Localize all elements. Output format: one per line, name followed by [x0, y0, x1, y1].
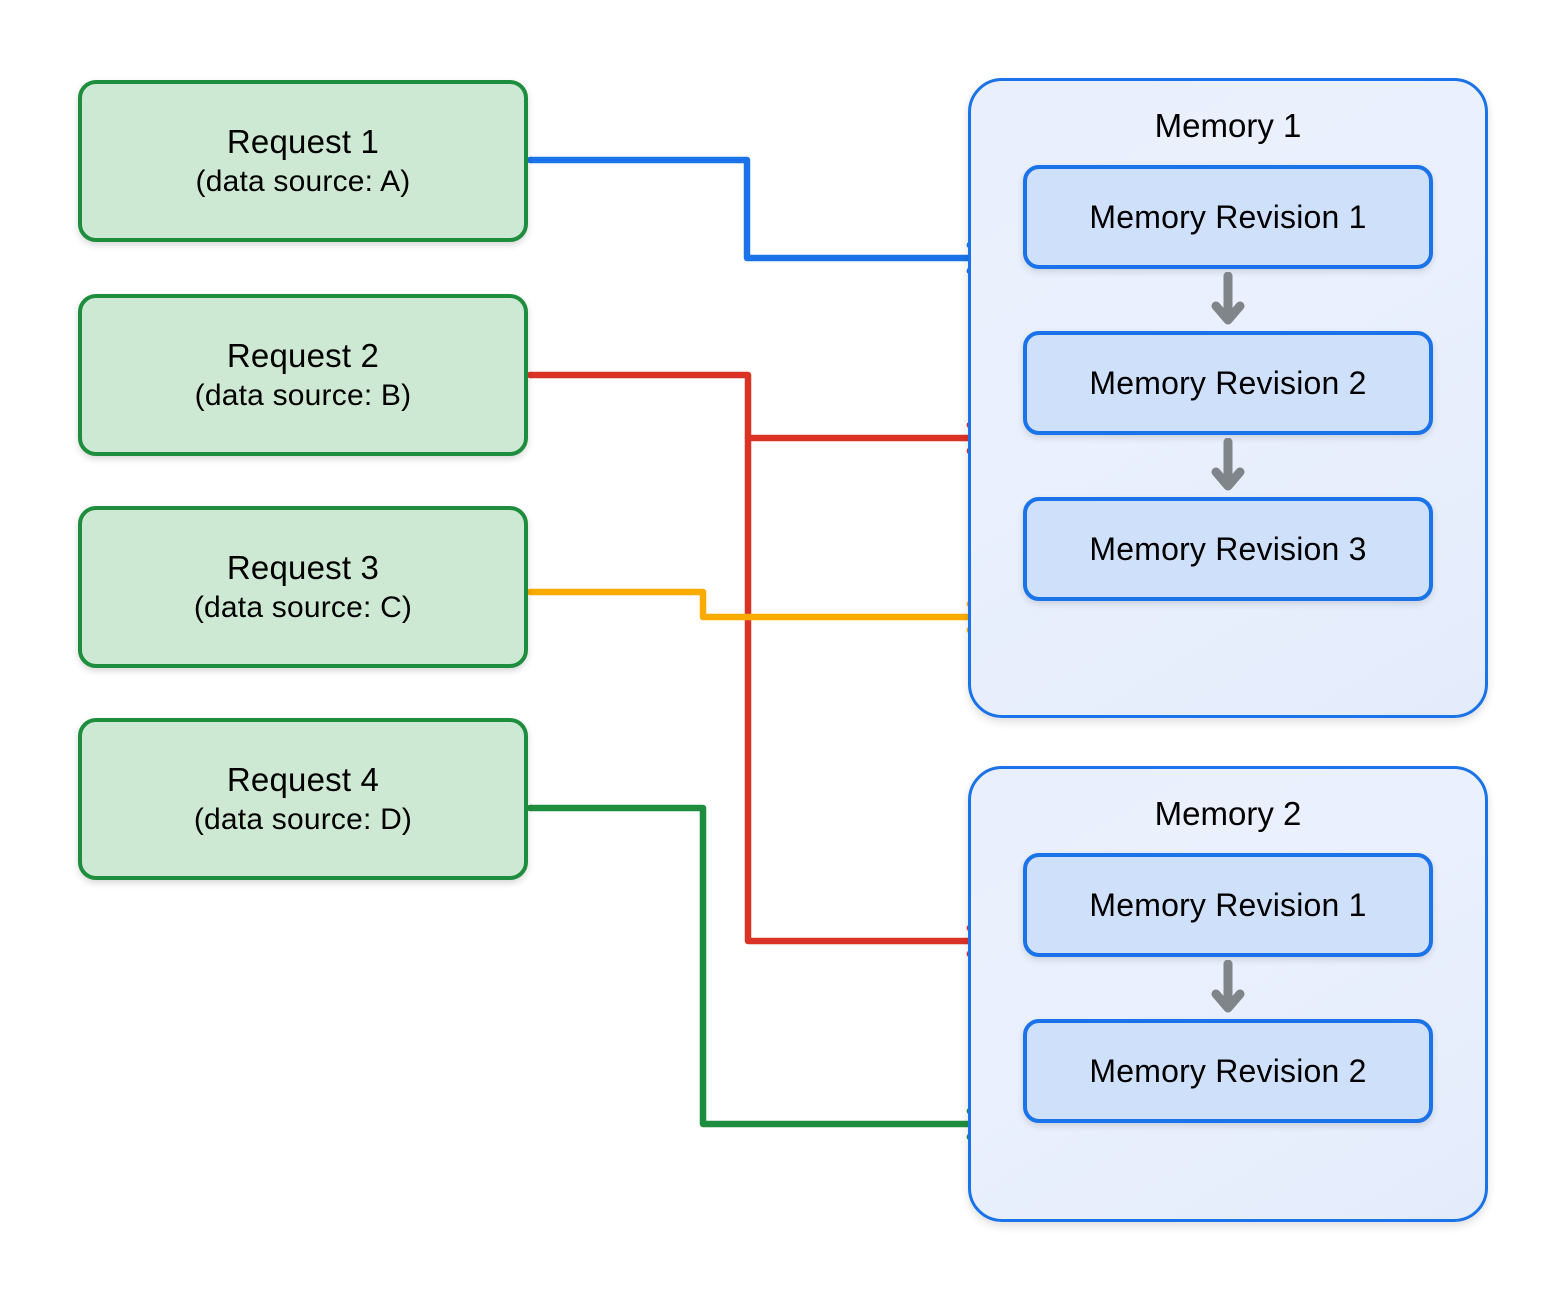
- memory-title: Memory 1: [1154, 107, 1302, 144]
- memory-revision-box[interactable]: Memory Revision 2: [1023, 331, 1433, 435]
- request-box-2[interactable]: Request 2 (data source: B): [78, 294, 528, 456]
- request-subtitle: (data source: D): [193, 802, 413, 836]
- memory-card-2[interactable]: Memory 2 Memory Revision 1 Memory Revisi…: [968, 766, 1488, 1222]
- edge-request2-to-memory2-revision1: [744, 434, 999, 958]
- memory-revision-box[interactable]: Memory Revision 1: [1023, 165, 1433, 269]
- edge-request2-to-memory1-revision2: [526, 371, 999, 455]
- memory-revision-box[interactable]: Memory Revision 3: [1023, 497, 1433, 601]
- request-subtitle: (data source: A): [195, 164, 411, 198]
- revision-list: Memory Revision 1 Memory Revision 2 Memo…: [971, 165, 1485, 637]
- memory-card-1[interactable]: Memory 1 Memory Revision 1 Memory Revisi…: [968, 78, 1488, 718]
- memory-revision-label: Memory Revision 3: [1089, 530, 1367, 567]
- memory-revision-label: Memory Revision 1: [1089, 886, 1367, 923]
- revision-flow-arrow: [1023, 269, 1433, 331]
- down-arrow-icon: [1211, 960, 1245, 1013]
- edge-request4-to-memory2-revision2: [526, 804, 999, 1141]
- revision-flow-arrow: [1023, 435, 1433, 497]
- memory-title: Memory 2: [1154, 795, 1302, 832]
- request-subtitle: (data source: B): [194, 378, 412, 412]
- memory-revision-label: Memory Revision 1: [1089, 198, 1367, 235]
- request-box-4[interactable]: Request 4 (data source: D): [78, 718, 528, 880]
- revision-flow-arrow: [1023, 957, 1433, 1019]
- request-box-1[interactable]: Request 1 (data source: A): [78, 80, 528, 242]
- memory-revision-box[interactable]: Memory Revision 2: [1023, 1019, 1433, 1123]
- request-title: Request 2: [226, 336, 380, 374]
- memory-revision-box[interactable]: Memory Revision 1: [1023, 853, 1433, 957]
- request-title: Request 3: [226, 548, 380, 586]
- memory-revision-label: Memory Revision 2: [1089, 364, 1367, 401]
- edge-request1-to-memory1-revision1: [526, 156, 999, 275]
- down-arrow-icon: [1211, 438, 1245, 491]
- request-box-3[interactable]: Request 3 (data source: C): [78, 506, 528, 668]
- request-subtitle: (data source: C): [193, 590, 413, 624]
- revision-list: Memory Revision 1 Memory Revision 2: [971, 853, 1485, 1159]
- down-arrow-icon: [1211, 272, 1245, 325]
- request-title: Request 4: [226, 760, 380, 798]
- request-title: Request 1: [226, 122, 380, 160]
- edge-request3-to-memory1-revision3: [526, 588, 999, 634]
- memory-revision-label: Memory Revision 2: [1089, 1052, 1367, 1089]
